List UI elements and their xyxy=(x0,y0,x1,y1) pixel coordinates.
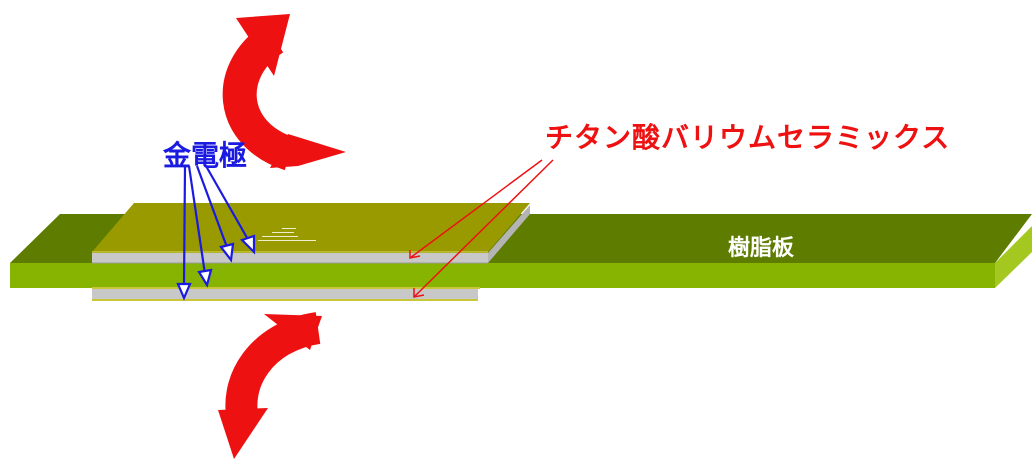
resin-plate-end-face xyxy=(995,226,1032,288)
resin-plate-label: 樹脂板 xyxy=(728,236,795,261)
ceramic-pointer-lines xyxy=(409,159,554,298)
upper-gold-electrode-top xyxy=(92,203,530,252)
electrode-tiny-text xyxy=(258,228,316,241)
lower-ceramic-layer xyxy=(92,289,478,299)
upper-ceramic-end xyxy=(488,205,530,263)
electrode-pointer-arrows xyxy=(176,165,256,301)
lower-bend-arrow-icon xyxy=(218,312,322,459)
barium-titanate-ceramics-label: チタン酸バリウムセラミックス xyxy=(545,121,951,154)
resin-plate-front-face xyxy=(10,263,995,288)
gold-electrode-label: 金電極 xyxy=(163,139,248,172)
upper-bend-arrow-icon xyxy=(222,14,346,171)
upper-ceramic-layer xyxy=(92,253,488,263)
